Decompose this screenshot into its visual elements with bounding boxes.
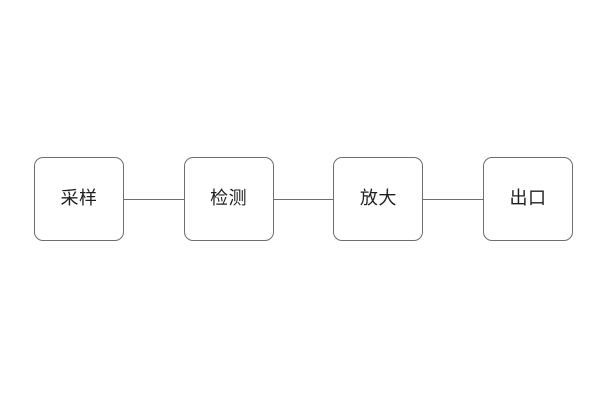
flow-node-output[interactable]: 出口 bbox=[483, 157, 574, 241]
flow-node-detection[interactable]: 检测 bbox=[183, 157, 274, 241]
flow-node-label: 检测 bbox=[210, 188, 248, 209]
flow-chain: 采样 检测 放大 出口 bbox=[34, 157, 574, 241]
flow-node-label: 放大 bbox=[359, 188, 397, 209]
flow-connector-1 bbox=[124, 198, 184, 200]
flow-connector-2 bbox=[273, 198, 334, 200]
flow-node-label: 采样 bbox=[60, 188, 98, 209]
flow-node-label: 出口 bbox=[509, 188, 547, 209]
flow-connector-3 bbox=[423, 198, 484, 200]
flow-node-amplification[interactable]: 放大 bbox=[333, 157, 424, 241]
flow-node-sampling[interactable]: 采样 bbox=[34, 157, 124, 241]
